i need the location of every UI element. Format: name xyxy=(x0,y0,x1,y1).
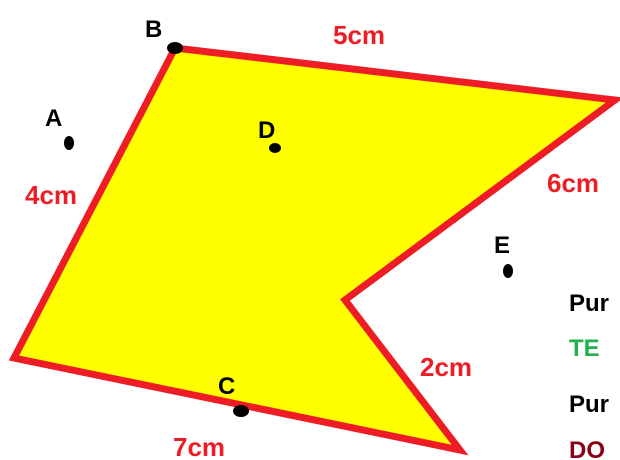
legend-line-3: Pur xyxy=(569,391,609,418)
point-b-label: B xyxy=(145,16,162,43)
point-a-label: A xyxy=(45,105,62,132)
legend-line-1: Pur xyxy=(569,290,609,317)
side-label-right: 6cm xyxy=(547,168,599,198)
side-label-bottom: 7cm xyxy=(173,432,225,460)
point-e-dot xyxy=(503,264,513,278)
legend-line-4: DO xyxy=(569,437,605,460)
side-label-left: 4cm xyxy=(25,180,77,210)
point-e-label: E xyxy=(494,232,510,259)
legend-line-2: TE xyxy=(569,335,600,362)
point-c-label: C xyxy=(218,373,235,400)
point-b-dot xyxy=(167,42,183,54)
side-label-top: 5cm xyxy=(333,20,385,50)
side-label-notch: 2cm xyxy=(420,352,472,382)
point-a-dot xyxy=(64,136,74,150)
point-c-dot xyxy=(233,405,249,417)
polygon-shape xyxy=(8,44,620,456)
point-d-dot xyxy=(269,143,281,153)
point-d-label: D xyxy=(258,117,275,144)
